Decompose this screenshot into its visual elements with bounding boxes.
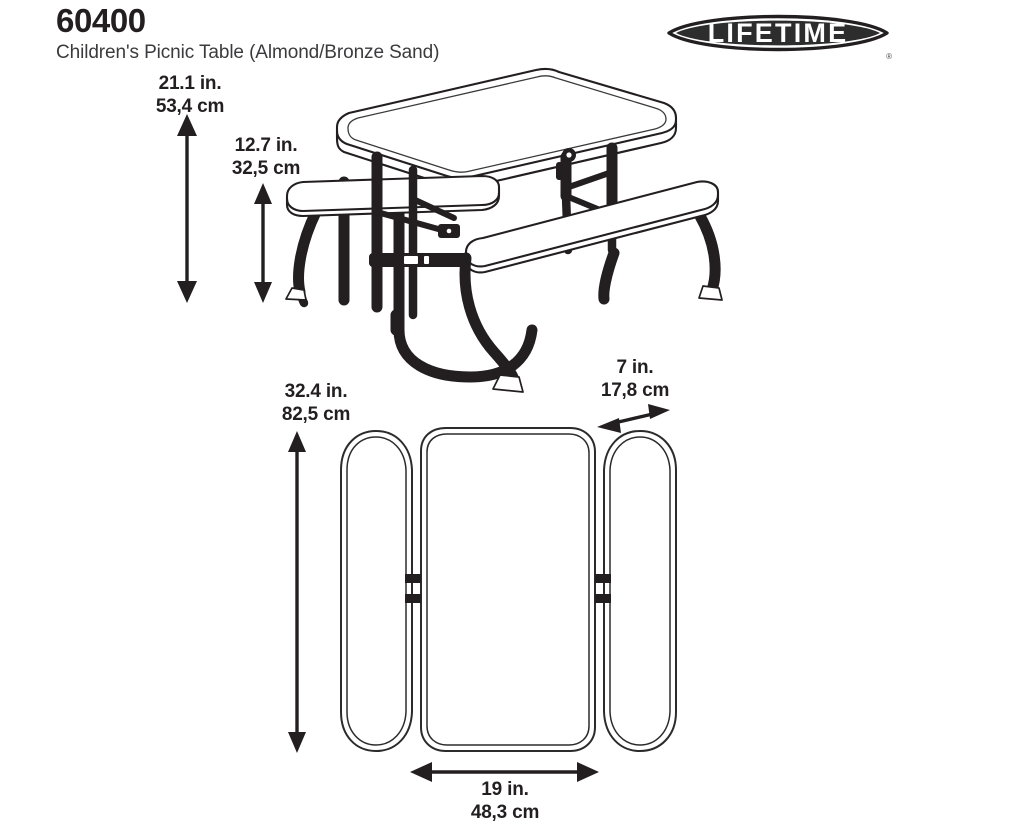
left-bench-face [285,174,501,218]
top-view-tabletop [420,427,596,752]
model-number: 60400 [56,2,146,39]
table-width-centimeters: 48,3 cm [470,802,540,823]
right-bench-thickness [464,193,720,268]
top-view-connector-right [595,574,611,603]
lifetime-logo-icon: LIFETIME [667,14,889,52]
top-view-left-bench [340,430,413,752]
folding-leg-assembly-right [556,148,615,255]
dimension-label-table-width: 19 in. 48,3 cm [390,778,620,824]
seat-width-centimeters: 17,8 cm [600,380,670,401]
arrow-seat-width [597,404,670,433]
dimension-label-seat-height: 12.7 in. 32,5 cm [186,134,346,180]
main-leg-frame-front [459,252,524,393]
foot-glide-front [492,374,524,393]
folding-hardware-left [369,224,469,267]
lifetime-logo: LIFETIME ® [663,7,893,61]
top-view-right-bench [603,430,677,752]
header: 60400 Children's Picnic Table (Almond/Br… [56,2,616,65]
table-width-inches: 19 in. [481,779,529,800]
foot-glide-right [698,285,723,301]
folding-hardware-right [556,148,576,180]
arrow-overall-depth [288,431,306,753]
lifetime-logo-text: LIFETIME [708,18,849,48]
right-bench-seat [464,180,720,274]
overall-depth-centimeters: 82,5 cm [281,404,351,425]
dimension-label-seat-width: 7 in. 17,8 cm [555,356,715,402]
overall-height-centimeters: 53,4 cm [155,96,225,117]
left-bench-thickness [285,191,501,213]
seat-height-centimeters: 32,5 cm [231,158,301,179]
registered-mark: ® [886,52,892,61]
top-view-connector-left [405,574,421,603]
left-bench-seat [285,174,501,218]
dimension-label-overall-height: 21.1 in. 53,4 cm [110,72,270,118]
right-bench-leg-frame [598,210,723,305]
arrow-seat-height [254,183,272,303]
folding-leg-assembly-left [369,151,469,320]
right-bench-face [464,180,720,274]
main-leg-frame-back [393,199,538,383]
tabletop-inner-rim [347,75,667,173]
seat-width-inches: 7 in. [616,357,654,378]
tabletop [335,67,678,190]
seat-height-inches: 12.7 in. [234,135,298,156]
product-name: Children's Picnic Table (Almond/Bronze S… [56,42,440,63]
overall-height-inches: 21.1 in. [158,73,222,94]
tabletop-face [335,67,678,190]
left-bench-leg-frame [285,206,322,308]
dimension-label-overall-depth: 32.4 in. 82,5 cm [226,380,406,426]
picnic-table-top-view [340,427,677,752]
foot-glide [285,287,307,301]
picnic-table-perspective [285,67,723,393]
tabletop-thickness-line [335,118,678,180]
overall-depth-inches: 32.4 in. [284,381,348,402]
